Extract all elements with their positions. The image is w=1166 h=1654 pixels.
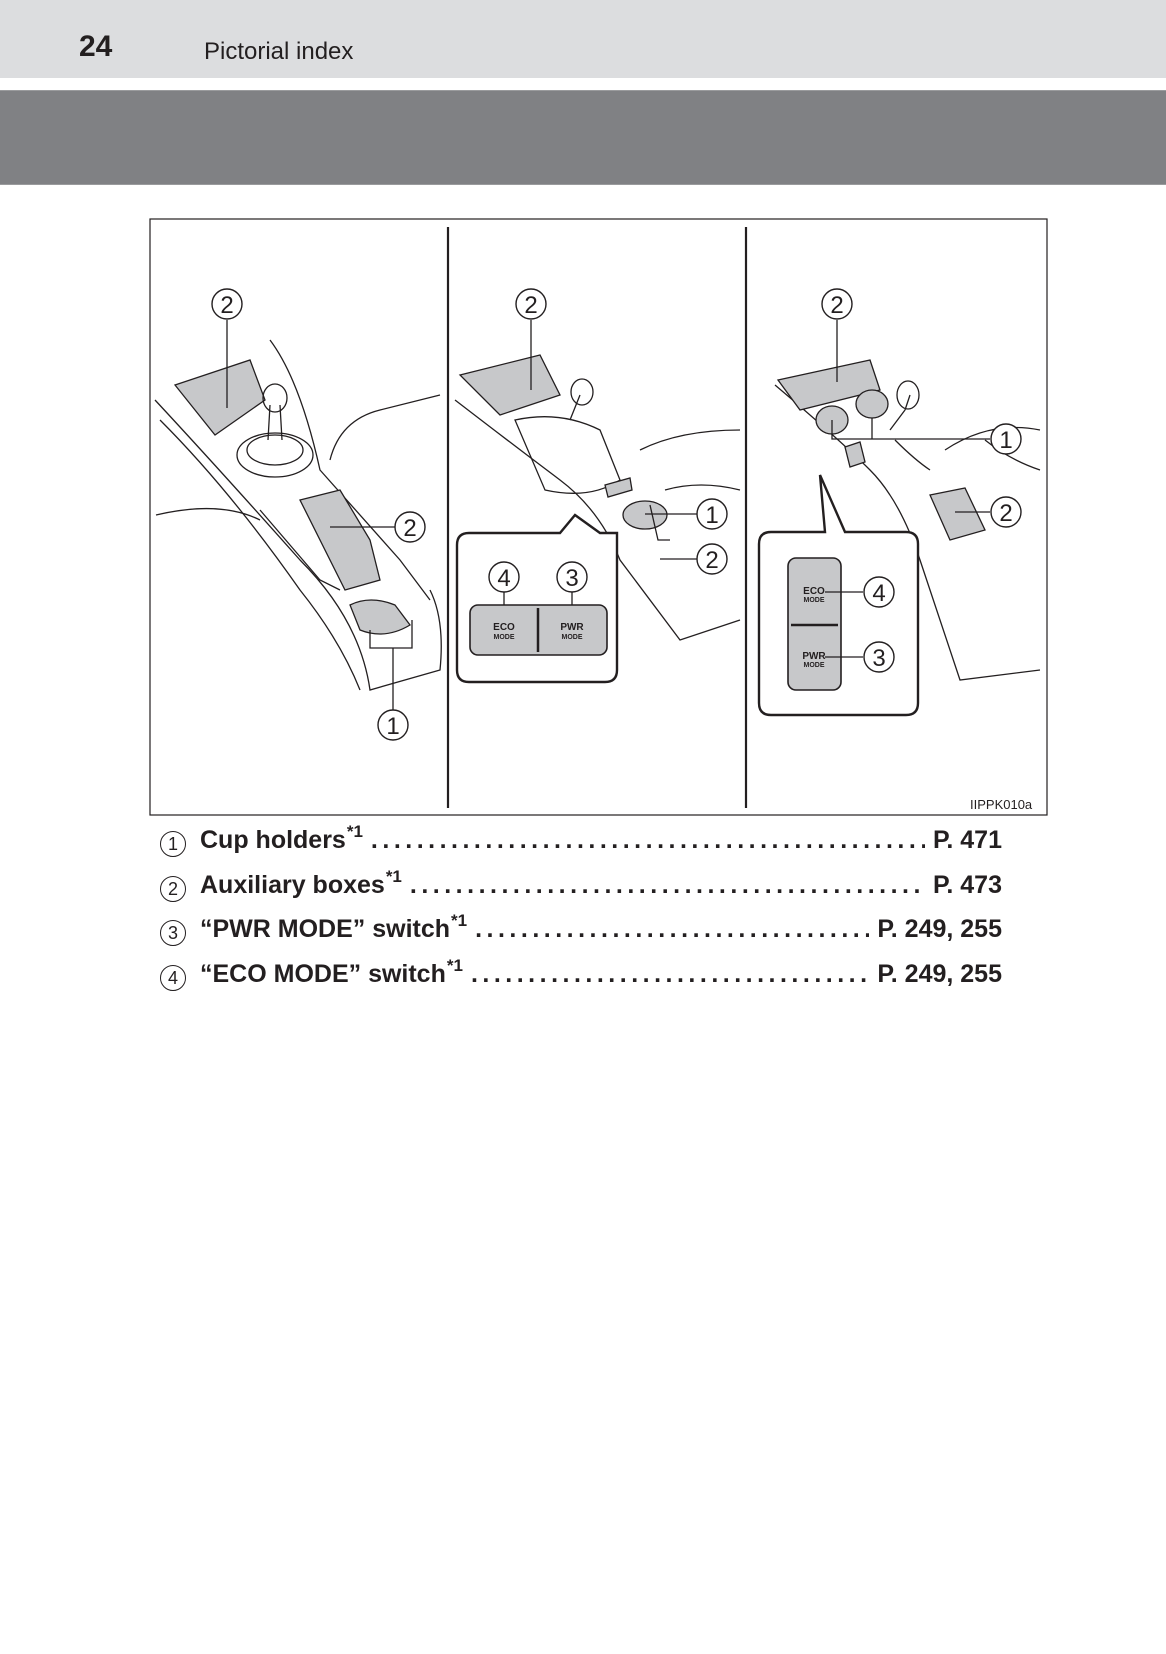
dot-leader: ........................................… [475, 915, 869, 943]
list-item: 4 “ECO MODE” switch*1 ..................… [160, 956, 1002, 1005]
item-note: *1 [385, 866, 402, 886]
header-band [0, 0, 1166, 78]
list-item: 3 “PWR MODE” switch*1 ..................… [160, 911, 1002, 960]
callout-2: 2 [705, 547, 718, 574]
item-number: 4 [160, 964, 186, 991]
callout-1: 1 [705, 502, 718, 529]
item-label: “PWR MODE” switch [200, 915, 451, 943]
callout-4: 4 [497, 565, 510, 592]
callout-2: 2 [830, 292, 843, 319]
mode-label: MODE [804, 597, 825, 604]
figure-frame [149, 218, 1048, 816]
callout-4: 4 [872, 580, 885, 607]
callout-3: 3 [872, 645, 885, 672]
item-number: 3 [160, 920, 186, 946]
list-item: 2 Auxiliary boxes*1 ....................… [160, 867, 1002, 916]
callout-2: 2 [999, 500, 1012, 527]
item-note: *1 [451, 911, 468, 930]
page-number: 24 [79, 30, 113, 63]
page-reference[interactable]: P. 249, 255 [877, 959, 1002, 988]
item-list: 1 Cup holders*1 ........................… [160, 822, 1002, 1005]
title-band [0, 90, 1166, 185]
eco-label: ECO [493, 622, 515, 633]
page-reference[interactable]: P. 249, 255 [877, 915, 1002, 943]
callout-1: 1 [999, 427, 1012, 454]
figure-code: IIPPK010a [970, 797, 1033, 812]
dot-leader: ........................................… [409, 870, 925, 899]
panel-cvt-console-eco [454, 320, 741, 684]
panel-manual-console [154, 320, 442, 712]
dot-leader: ........................................… [470, 959, 869, 988]
item-note: *1 [446, 955, 463, 975]
list-item: 1 Cup holders*1 ........................… [160, 822, 1002, 871]
item-label: Auxiliary boxes [200, 870, 385, 899]
callout-3: 3 [565, 565, 578, 592]
item-label: “ECO MODE” switch [200, 959, 446, 988]
pwr-label: PWR [802, 651, 826, 662]
item-number: 2 [160, 875, 186, 902]
page-reference[interactable]: P. 473 [932, 870, 1002, 899]
dot-leader: ........................................… [370, 826, 925, 854]
callout-2: 2 [524, 292, 537, 319]
item-number: 1 [160, 831, 186, 857]
item-label: Cup holders [200, 826, 346, 854]
eco-label: ECO [803, 586, 825, 597]
pwr-label: PWR [560, 622, 584, 633]
callout-2: 2 [220, 292, 233, 319]
item-note: *1 [346, 822, 363, 841]
section-title: Pictorial index [204, 38, 354, 65]
mode-label: MODE [562, 634, 583, 641]
callout-2: 2 [403, 515, 416, 542]
callout-1: 1 [386, 713, 399, 740]
mode-label: MODE [804, 662, 825, 669]
page-reference[interactable]: P. 471 [932, 826, 1002, 854]
mode-label: MODE [494, 634, 515, 641]
